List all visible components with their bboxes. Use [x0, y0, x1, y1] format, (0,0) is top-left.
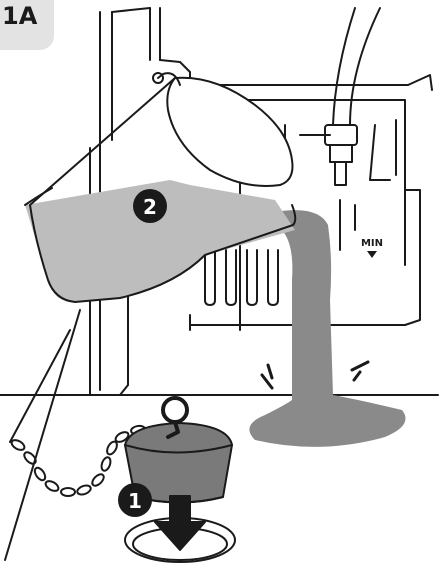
step-marker-1: 1	[118, 483, 152, 517]
step-marker-1-text: 1	[128, 489, 142, 513]
jug-icon	[25, 73, 295, 302]
step-marker-2-text: 2	[143, 195, 157, 219]
chain-icon	[10, 425, 146, 496]
min-level-marker: MIN	[361, 238, 383, 258]
step-label: 1A	[2, 2, 37, 30]
down-arrow-icon	[155, 496, 205, 550]
step-badge: 1A	[0, 0, 54, 50]
min-arrow-icon	[367, 251, 377, 258]
step-marker-2: 2	[133, 189, 167, 223]
min-label: MIN	[361, 238, 383, 249]
